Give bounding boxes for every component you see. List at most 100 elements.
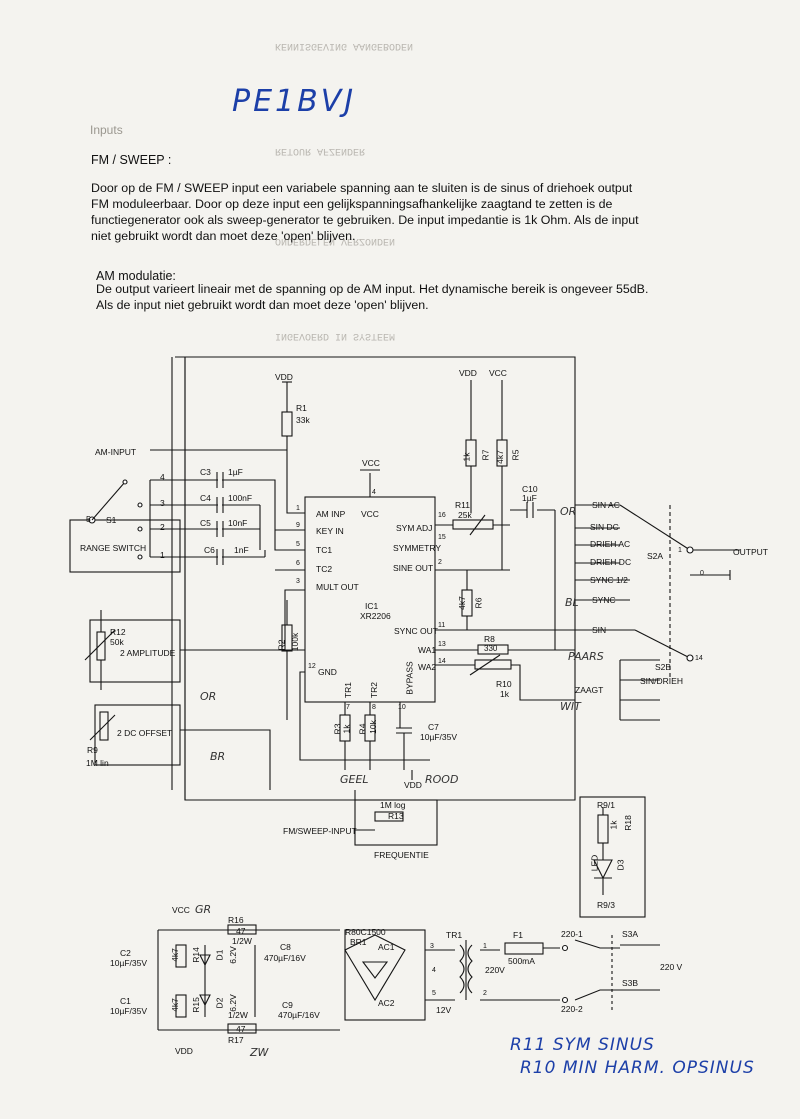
r16-wattage: 1/2W (232, 936, 252, 946)
c6-value: 1nF (234, 545, 249, 555)
wire-color-mark: ZW (250, 1046, 269, 1059)
am-line-2: Als de input niet gebruikt wordt dan moe… (96, 298, 429, 312)
amplitude-label: 2 AMPLITUDE (120, 648, 176, 658)
ic-pin-wa1: WA1 (418, 645, 437, 655)
ic-pin-tc2: TC2 (316, 564, 333, 574)
vcc-ic-label: VCC (362, 458, 380, 468)
am-input-label: AM-INPUT (95, 447, 137, 457)
zaagt-label: ZAAGT (575, 685, 604, 695)
r14-ref: R14 (190, 947, 201, 963)
r13-ref: R13 (388, 811, 404, 821)
vcc-ps-label: VCC (172, 905, 190, 915)
s2-out-sync: SYNC (592, 595, 616, 605)
ic-pin-symmetry: SYMMETRY (393, 543, 442, 553)
fm-sweep-input-label: FM/SWEEP-INPUT (283, 826, 357, 836)
c9-value: 470µF/16V (278, 1010, 320, 1020)
c2-ref: C2 (120, 948, 131, 958)
r18-ref: R18 (622, 815, 633, 831)
ic-pin-gnd: GND (318, 667, 337, 677)
r10-ref: R10 (496, 679, 512, 689)
c5-value: 10nF (228, 518, 248, 528)
led-label: LED (589, 854, 600, 872)
r5-ref: R5 (510, 449, 521, 461)
bridge-part: R80C1500 (345, 927, 386, 937)
r2-value: 100k (290, 632, 301, 652)
c7-ref: C7 (428, 722, 439, 732)
r12-pot-box (89, 619, 181, 683)
bridge-ac2: AC2 (378, 998, 395, 1008)
c4-value: 100nF (228, 493, 253, 503)
c5-ref: C5 (200, 518, 211, 528)
c1-value: 10µF/35V (110, 1006, 148, 1016)
s2-out-sin-ac: SIN AC (592, 500, 620, 510)
r7-value: 1k (461, 452, 472, 462)
wire-color-mark: OR (560, 505, 577, 518)
fuse-value: 500mA (508, 956, 535, 966)
wire-color-mark: OR (200, 690, 217, 703)
am-line-1: De output varieert lineair met de spanni… (96, 282, 649, 296)
s2-out-sync-half: SYNC 1/2 (590, 575, 628, 585)
output-label: OUTPUT (733, 547, 768, 557)
s3a-label: S3A (622, 929, 639, 939)
range-switch-box (69, 519, 181, 573)
s2a-label: S2A (647, 551, 664, 561)
r5-value: 4k7 (494, 450, 505, 464)
r17-value: 47 (236, 1024, 246, 1034)
bridge-rectifier-box (344, 929, 426, 1021)
s2-out-sin-dc: SIN DC (590, 522, 619, 532)
dc-offset-label: 2 DC OFFSET (117, 728, 173, 738)
c2-value: 10µF/35V (110, 958, 148, 968)
r17-ref: R17 (228, 1035, 244, 1045)
ic-vcc-pin: 4 (372, 489, 376, 496)
mains-terminal-2: 220-2 (561, 1004, 583, 1014)
c3-value: 1µF (228, 467, 243, 477)
r12-ref: R12 (110, 627, 126, 637)
s1-pin-4: 4 (160, 472, 165, 482)
fm-line-1: Door op de FM / SWEEP input een variabel… (91, 181, 633, 195)
vdd-ps-label: VDD (175, 1046, 193, 1056)
wire-color-mark: BR (210, 750, 226, 763)
fm-heading: FM / SWEEP : (91, 153, 172, 167)
r3-value: 1k (341, 724, 352, 734)
wire-color-mark: BL (565, 596, 579, 609)
wire-color-mark: WIT (560, 700, 581, 713)
fuse-ref: F1 (513, 930, 523, 940)
sin-drieh-label: SIN/DRIEH (640, 676, 683, 686)
ic-pin-mult-out: MULT OUT (316, 582, 359, 592)
r6-ref: R6 (473, 597, 484, 609)
handwritten-note-2: R10 MIN HARM. OPSINUS (520, 1058, 755, 1078)
ic-pin-key-in: KEY IN (316, 526, 344, 536)
s2-out-drieh-ac: DRIEH AC (590, 539, 631, 549)
r16-ref: R16 (228, 915, 244, 925)
vdd-label: VDD (275, 372, 293, 382)
c7-value: 10µF/35V (420, 732, 458, 742)
ic-pin-am-inp: AM INP (316, 509, 346, 519)
r8-ref: R8 (484, 634, 495, 644)
ic-bypass: BYPASS (404, 661, 415, 695)
r15-ref: R15 (190, 997, 201, 1013)
c8-value: 470µF/16V (264, 953, 306, 963)
r7-ref: R7 (480, 449, 491, 461)
r6-value: 4k7 (456, 596, 467, 610)
r12-value: 50k (110, 637, 124, 647)
c8-ref: C8 (280, 942, 291, 952)
r1-ref: R1 (296, 403, 307, 413)
transformer-ref: TR1 (446, 930, 463, 940)
ic-tr1: TR1 (343, 681, 354, 699)
r11-ref: R11 (455, 500, 470, 510)
wire-color-mark: GR (195, 903, 212, 916)
bridge-ac1: AC1 (378, 942, 395, 952)
r8-value: 330 (484, 644, 498, 653)
s3b-label: S3B (622, 978, 639, 988)
ic-pin-sync-out: SYNC OUT (394, 626, 438, 636)
fm-line-4: niet gebruikt wordt dan moet deze 'open'… (91, 229, 356, 243)
s2-out-sin: SIN (592, 625, 607, 635)
fm-line-3: functiegenerator ook als sweep-generator… (91, 213, 639, 227)
led-indicator-box (579, 796, 646, 918)
ic-tr2: TR2 (369, 681, 380, 699)
r13-pot-box (354, 799, 438, 846)
ic-pin-tc1: TC1 (316, 545, 333, 555)
c4-ref: C4 (200, 493, 211, 503)
